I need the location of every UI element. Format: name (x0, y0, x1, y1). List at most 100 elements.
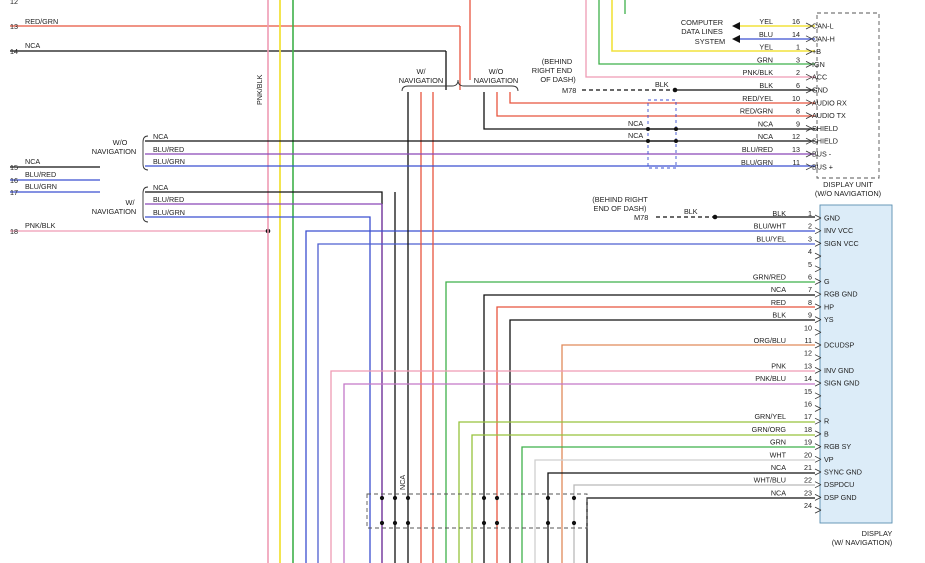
du-pin-wire: PNK/BLK (743, 68, 774, 77)
pin-tick (814, 430, 822, 435)
d-pin-wire: GRN/RED (753, 273, 786, 282)
branch-brackets: W/O NAVIGATION W/ NAVIGATION NCA BLU/RED… (92, 67, 519, 223)
pin-tick (814, 319, 822, 323)
d-pin-func: GND (824, 214, 840, 223)
d-pin-wire: PNK/BLU (755, 374, 786, 383)
du-pin-wire: BLU/RED (742, 145, 773, 154)
left-pin-15-label: NCA (25, 157, 40, 166)
pin-tick (814, 243, 822, 247)
du-pin-num: 10 (792, 94, 800, 103)
pin-tick (814, 471, 822, 476)
d-pin-num: 13 (804, 361, 812, 370)
du-pin-func: CAN-L (812, 22, 834, 31)
shield-dot (646, 139, 650, 143)
splice-dot (379, 495, 385, 501)
m78-bottom-line1: (BEHIND RIGHT (592, 195, 648, 204)
pin-tick (814, 506, 822, 511)
pin-tick (814, 367, 822, 371)
left-pin-15-num: 15 (10, 163, 18, 172)
pin-tick (814, 468, 822, 473)
pin-tick (814, 497, 822, 501)
d-pin-num: 15 (804, 387, 812, 396)
pin-tick (814, 290, 822, 295)
shield-box (647, 99, 677, 169)
m78-top-dot (672, 87, 678, 93)
d-pin-num: 10 (804, 323, 812, 332)
wire-grn-ign (598, 0, 815, 65)
d-pin-wire: NCA (771, 285, 786, 294)
computer-data-lines: COMPUTER DATA LINES SYSTEM (681, 18, 725, 46)
shield-bottom-box (366, 493, 588, 529)
pin-tick (814, 214, 822, 219)
wnav-wire-3: BLU/GRN (153, 208, 185, 217)
du-pin-wire: BLK (759, 81, 773, 90)
nca-vertical-label: NCA (398, 475, 407, 490)
pin-tick (814, 281, 822, 285)
d-pin-func: HP (824, 302, 834, 311)
pin-tick (814, 382, 822, 387)
d-pin-num: 16 (804, 400, 812, 409)
m78-bottom: (BEHIND RIGHT END OF DASH) M78 BLK (592, 195, 815, 222)
shield-bottom-dots (379, 495, 577, 526)
pin-tick (805, 153, 813, 158)
d-pin-num: 11 (805, 336, 812, 345)
bracket-top (401, 79, 519, 92)
d-pin-wire: BLK (772, 311, 786, 320)
wonav-line2: NAVIGATION (92, 147, 136, 156)
trunk-wires: PNK/BLK NCA (145, 0, 815, 563)
du-pin-num: 12 (792, 132, 800, 141)
splice-dot (405, 520, 411, 526)
d-pin-num: 7 (808, 285, 812, 294)
pin-tick (805, 35, 813, 40)
pin-tick (814, 481, 822, 486)
du-pin-wire: RED/YEL (742, 94, 773, 103)
wire-grn-19 (521, 446, 815, 563)
du-pin-func: SHIELD (812, 124, 838, 133)
pin-tick (805, 48, 813, 52)
d-pin-func: INV GND (824, 366, 854, 375)
splice-dot (405, 495, 411, 501)
m78-bottom-conn: M78 (634, 213, 648, 222)
d-pin-func: VP (824, 455, 834, 464)
pin-tick (814, 494, 822, 498)
d-pin-wire: BLU/YEL (756, 234, 786, 243)
d-pin-num: 4 (808, 247, 812, 256)
top-wnav-line1: W/ (416, 67, 426, 76)
wire-blu-wht (305, 230, 815, 563)
shield-wire-1: NCA (628, 119, 643, 128)
d-pin-num: 14 (804, 374, 812, 383)
d-pin-num: 1 (808, 209, 812, 218)
splice-dot (545, 520, 551, 526)
wire-blu-yel (317, 243, 815, 563)
du-pin-func: IGN (812, 60, 825, 69)
m78-top-line2: RIGHT END (532, 66, 573, 75)
pin-tick (805, 115, 813, 119)
d-pin-num: 24 (804, 501, 812, 510)
pin-tick (814, 392, 822, 397)
top-wonav-line1: W/O (489, 67, 504, 76)
pin-tick (805, 150, 813, 155)
splice-dot (481, 495, 487, 501)
d-pin-num: 2 (808, 222, 812, 231)
pin-tick (814, 458, 822, 463)
pin-tick (805, 102, 813, 107)
left-pin-17-label: BLU/GRN (25, 182, 57, 191)
pin-tick (814, 455, 822, 460)
wire-nca-21 (547, 472, 815, 563)
du-pin-wire: YEL (759, 17, 773, 26)
wire-grn-red (445, 281, 815, 563)
d-pin-wire: GRN/YEL (754, 412, 786, 421)
arrow-can-h-icon (732, 35, 740, 43)
du-pin-wire: BLU (759, 30, 773, 39)
splice-dot (571, 495, 577, 501)
pin-tick (814, 344, 822, 349)
display-unit-title-2: (W/O NAVIGATION) (815, 189, 881, 198)
d-pin-wire: ORG/BLU (754, 336, 786, 345)
d-pin-wire: NCA (771, 463, 786, 472)
pin-tick (814, 306, 822, 311)
d-pin-func: INV VCC (824, 226, 853, 235)
pin-tick (805, 86, 813, 91)
